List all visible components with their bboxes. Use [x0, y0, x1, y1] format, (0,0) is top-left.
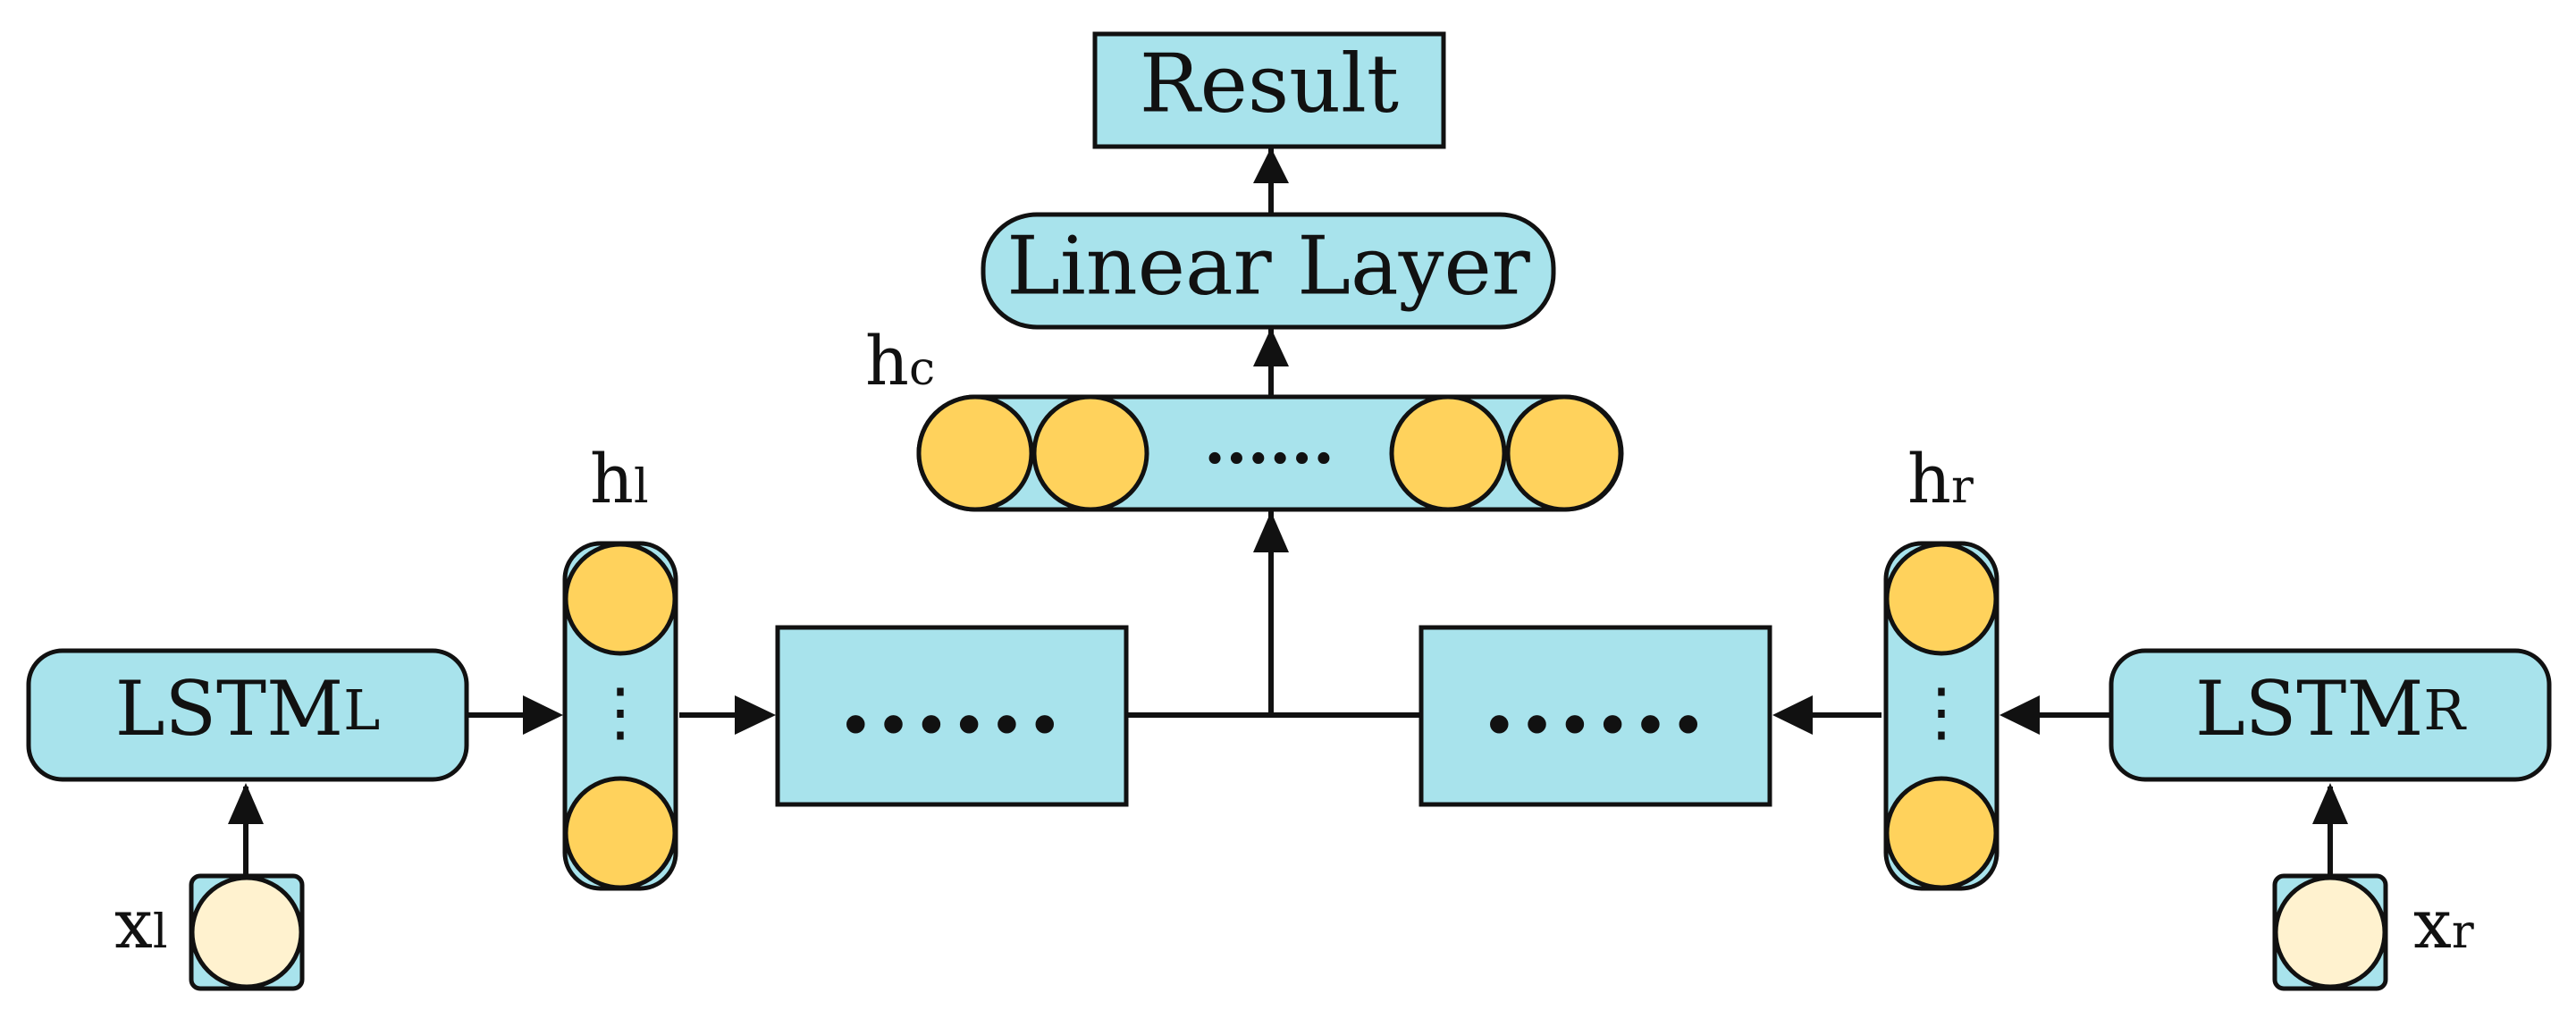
hc-node	[1505, 394, 1623, 512]
arrowhead-hl	[523, 695, 563, 735]
result-label: Result	[1140, 37, 1399, 130]
arrowhead-right-chain	[1772, 695, 1813, 735]
linear-layer-box	[981, 212, 1556, 330]
hl-node	[563, 776, 678, 890]
linear-layer-label: Linear Layer	[1006, 219, 1531, 313]
lstm-right-label-main: LSTM	[2195, 665, 2423, 753]
arrowhead-hr	[1999, 695, 2040, 735]
hr-vector: ⋮ hr	[1883, 439, 1999, 891]
hc-label-main: h	[865, 321, 909, 400]
hl-vector: ⋮ hl	[562, 439, 678, 891]
xr-label-sub: r	[2452, 905, 2474, 959]
xl-label-main: x	[114, 884, 153, 964]
hc-label: hc	[865, 321, 935, 400]
xl-input: xl	[114, 873, 305, 991]
linear-layer-node: Linear Layer	[981, 212, 1556, 330]
xr-input: xr	[2272, 873, 2474, 991]
xr-label-main: x	[2413, 884, 2452, 964]
right-chain-box	[1418, 625, 1772, 807]
lstm-left-label-sub: L	[343, 678, 380, 743]
lstm-right-node: LSTMR	[2109, 648, 2552, 782]
hc-label-sub: c	[909, 342, 935, 396]
lstm-right-label: LSTMR	[2195, 665, 2467, 753]
hc-node	[1031, 394, 1149, 512]
arrowhead-linear	[1253, 328, 1289, 366]
hr-node	[1884, 776, 1999, 890]
hr-label-sub: r	[1951, 460, 1974, 514]
lstm-left-node: LSTML	[26, 648, 469, 782]
arrowhead-result	[1253, 147, 1289, 183]
hc-ellipsis: ......	[1204, 404, 1334, 478]
xr-label: xr	[2413, 884, 2474, 964]
hl-label: hl	[590, 439, 649, 518]
xl-label: xl	[114, 884, 168, 964]
lstm-right-box	[2109, 648, 2552, 782]
hc-vector: ...... hc	[865, 321, 1624, 512]
lstm-right-label-sub: R	[2423, 678, 2467, 743]
left-chain-node: ......	[775, 625, 1129, 807]
result-box	[1092, 31, 1446, 149]
xr-node	[2273, 875, 2387, 989]
hr-node	[1884, 542, 1999, 656]
hl-label-main: h	[590, 439, 634, 518]
arrowhead-hc	[1253, 511, 1289, 552]
hr-vertical-ellipsis: ⋮	[1909, 674, 1974, 749]
left-chain-ellipsis: ......	[838, 640, 1065, 755]
lstm-left-label: LSTML	[115, 665, 381, 753]
arrowhead-lstml	[228, 783, 264, 824]
hc-node	[916, 394, 1034, 512]
hc-node	[1389, 394, 1507, 512]
xl-label-sub: l	[153, 905, 168, 959]
hl-node	[563, 542, 678, 656]
lstm-left-box	[26, 648, 469, 782]
right-chain-node: ......	[1418, 625, 1772, 807]
left-chain-box	[775, 625, 1129, 807]
xl-node	[189, 875, 304, 989]
result-node: Result	[1092, 31, 1446, 149]
hr-label-main: h	[1907, 439, 1951, 518]
hl-vertical-ellipsis: ⋮	[588, 674, 652, 749]
hl-label-sub: l	[634, 460, 649, 514]
connectors	[228, 147, 2348, 876]
hr-label: hr	[1907, 439, 1974, 518]
lstm-left-label-main: LSTM	[115, 665, 343, 753]
arrowhead-left-chain	[735, 695, 776, 735]
right-chain-ellipsis: ......	[1482, 640, 1709, 755]
arrowhead-lstmr	[2312, 783, 2348, 824]
